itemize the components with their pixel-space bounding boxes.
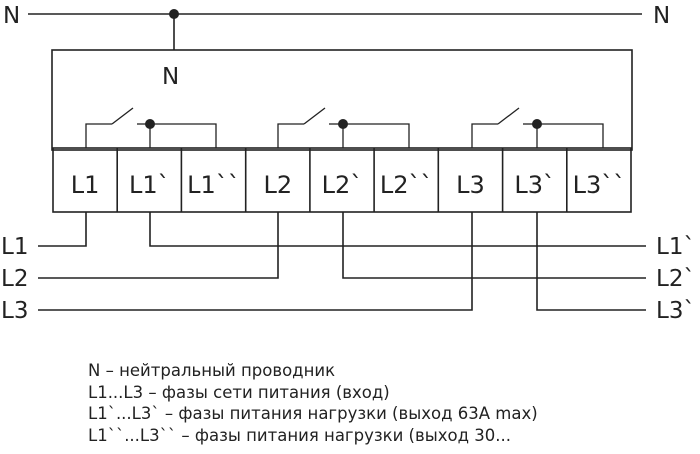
neutral-label-left: N [3, 3, 20, 29]
output-label-l3: L3` [656, 298, 695, 324]
neutral-label-right: N [653, 3, 670, 29]
terminal-l1: L1 [71, 171, 100, 199]
terminal-l1-out1: L1` [129, 171, 170, 199]
legend: N – нейтральный проводник L1...L3 – фазы… [88, 360, 688, 446]
legend-item-outputs-primary: L1`...L3` – фазы питания нагрузки (выход… [88, 404, 538, 423]
switch-l1 [85, 107, 217, 148]
wire-input-l2 [38, 212, 279, 279]
output-label-l1: L1` [656, 234, 695, 260]
terminal-l3: L3 [456, 171, 485, 199]
wire-input-l1 [38, 212, 87, 247]
legend-item-inputs: L1...L3 – фазы сети питания (вход) [88, 382, 390, 402]
device-housing [51, 49, 633, 151]
terminal-l3-out2: L3`` [573, 171, 626, 199]
terminal-l2: L2 [263, 171, 292, 199]
input-label-l3: L3 [1, 298, 28, 324]
legend-item-neutral: N – нейтральный проводник [88, 361, 336, 380]
wire-output-l3 [536, 212, 646, 311]
neutral-tap-label: N [162, 64, 179, 90]
terminal-l2-out1: L2` [322, 171, 363, 199]
wire-output-l2 [342, 212, 646, 279]
terminal-l2-out2: L2`` [380, 171, 433, 199]
switch-l3 [471, 107, 604, 148]
output-label-l2: L2` [656, 266, 695, 292]
input-label-l1: L1 [1, 234, 28, 260]
switch-l2 [277, 107, 410, 148]
wire-input-l3 [38, 212, 473, 311]
terminal-block [52, 147, 632, 213]
input-label-l2: L2 [1, 266, 28, 292]
terminal-l3-out1: L3` [514, 171, 555, 199]
terminal-l1-out2: L1`` [187, 171, 240, 199]
wire-output-l1 [149, 212, 646, 247]
legend-item-outputs-secondary: L1``...L3`` – фазы питания нагрузки (вых… [88, 425, 511, 445]
